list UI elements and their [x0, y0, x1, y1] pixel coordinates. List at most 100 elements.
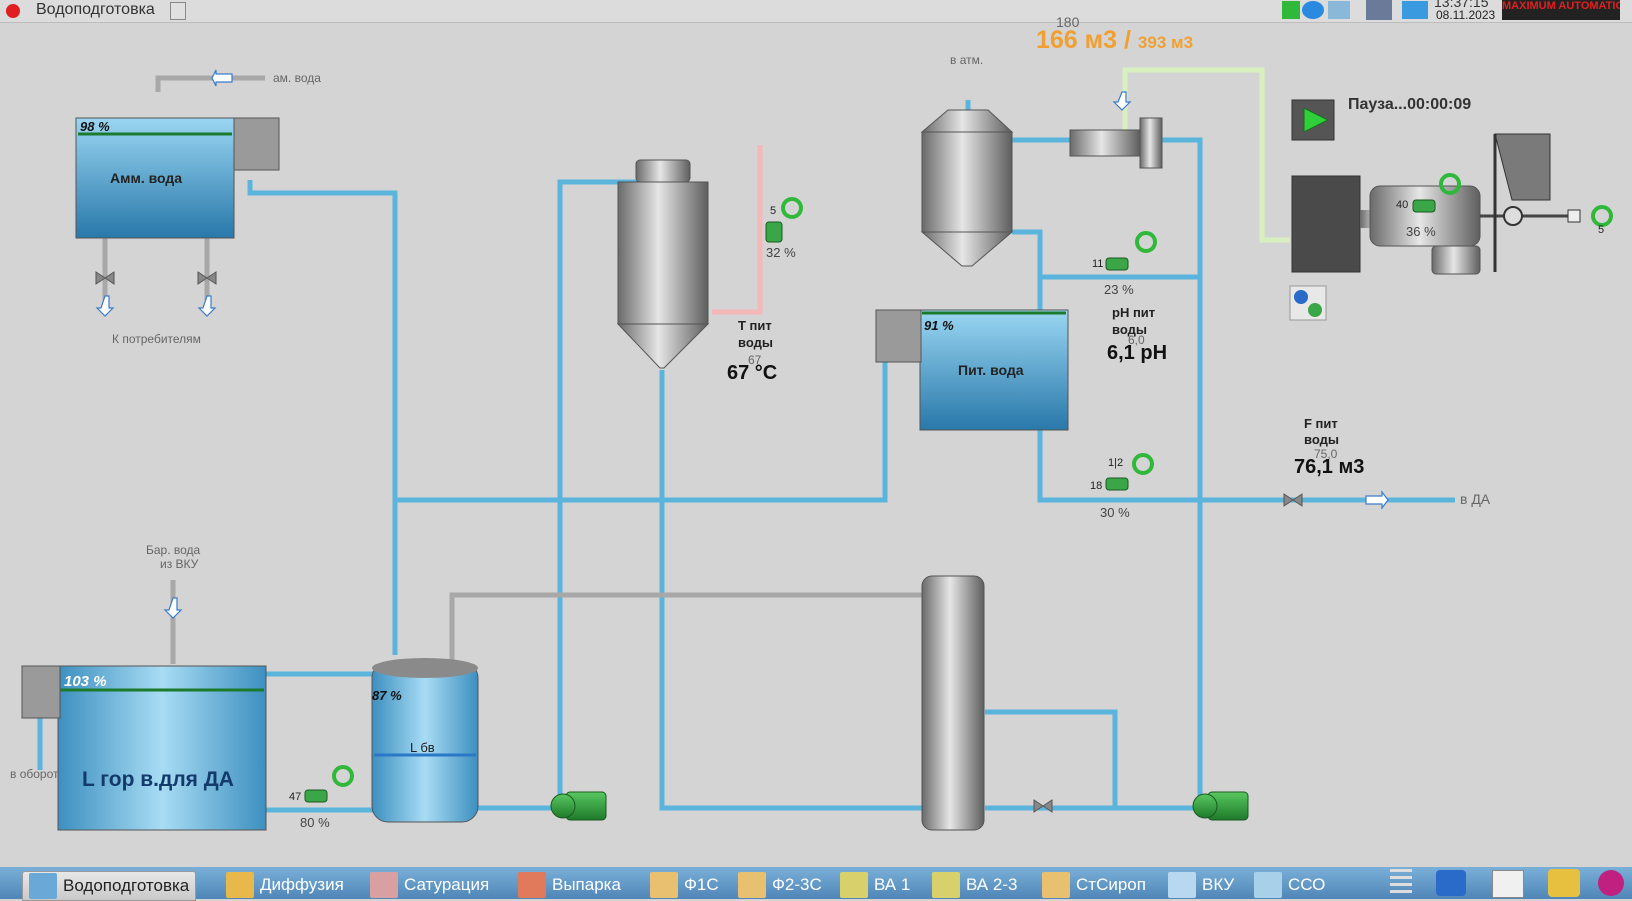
window-title: Водоподготовка: [36, 1, 155, 18]
flow-label-2: воды: [1304, 432, 1339, 447]
tab-label: СтСироп: [1076, 875, 1146, 894]
evaporation-icon: [518, 872, 546, 898]
tab-label: Водоподготовка: [63, 876, 190, 895]
manual-valves[interactable]: [95, 271, 1303, 813]
network-icon[interactable]: [1328, 1, 1350, 19]
ph-valve-id: 11: [1092, 258, 1104, 270]
filter-icon: [738, 872, 766, 898]
flow-small: 180: [1056, 14, 1080, 30]
generator-unit[interactable]: [1291, 175, 1361, 273]
engineer-icon[interactable]: [1548, 869, 1580, 897]
tab-label: ВА 1: [874, 875, 911, 894]
pause-status: Пауза...00:00:09: [1348, 96, 1472, 113]
trend-chart-icon[interactable]: [1492, 870, 1524, 898]
lgor-valve-id: 47: [289, 791, 302, 803]
refresh-icons[interactable]: [332, 173, 1613, 787]
ph-label-2: воды: [1112, 322, 1147, 337]
hopper: [1494, 133, 1551, 201]
support-icon[interactable]: [1598, 870, 1624, 896]
flow-valve-pct: 30 %: [1100, 505, 1130, 520]
lbv-tank-name: L бв: [410, 740, 435, 755]
title-bar: Водоподготовка 13:37:15 08.11.2023 MAXIM…: [0, 0, 1632, 23]
taskbar: Водоподготовка Диффузия Сатурация Выпарк…: [0, 867, 1632, 901]
ph-value[interactable]: 6,1 pH: [1107, 342, 1168, 364]
motor-valve-id: 40: [1396, 199, 1409, 211]
water-treatment-icon: [29, 873, 57, 899]
add-icon[interactable]: [1282, 1, 1300, 19]
ph-label-1: pH пит: [1112, 305, 1156, 320]
to-da-label: в ДА: [1460, 491, 1491, 507]
tab-vku[interactable]: ВКУ: [1168, 871, 1234, 899]
pump-left[interactable]: [550, 791, 607, 821]
vku-icon: [1168, 872, 1196, 898]
to-atm-label: в атм.: [950, 53, 984, 67]
close-icon[interactable]: [6, 4, 20, 18]
tab-label: Выпарка: [552, 875, 621, 894]
report-icon[interactable]: [170, 2, 186, 20]
tab-label: ВКУ: [1202, 875, 1235, 894]
ph-setpoint: 6,0: [1128, 333, 1145, 347]
company-logo: MAXIMUM AUTOMATION: [1502, 0, 1620, 20]
flow-valve-sub: 1|2: [1108, 457, 1124, 469]
ph-valve-pct: 23 %: [1104, 282, 1134, 297]
flow-readout: 166 м3 / 393 м3: [1036, 26, 1193, 55]
flow-value[interactable]: 76,1 м3: [1294, 456, 1365, 478]
cyclone-separator[interactable]: [635, 159, 691, 183]
tab-va23[interactable]: ВА 2-3: [932, 871, 1017, 899]
flow-total: 393 м3: [1137, 33, 1194, 52]
temp-value[interactable]: 67 °C: [727, 362, 778, 384]
clock-date: 08.11.2023: [1436, 8, 1496, 22]
clock-time: 13:37:15: [1434, 0, 1489, 10]
temp-valve-pct: 32 %: [766, 245, 796, 260]
pump-right[interactable]: [1192, 791, 1249, 821]
pit-tank-name: Пит. вода: [958, 362, 1024, 378]
control-valves[interactable]: [304, 199, 1436, 803]
bar-water-label-1: Бар. вода: [146, 543, 201, 557]
tab-sso[interactable]: ССО: [1254, 871, 1325, 899]
vacuum-apparatus-icon: [932, 872, 960, 898]
telegram-icon[interactable]: [1402, 1, 1428, 19]
settings-gear-icon[interactable]: [1289, 285, 1327, 321]
tab-f23s[interactable]: Ф2-3С: [738, 871, 822, 899]
tab-va1[interactable]: ВА 1: [840, 871, 910, 899]
tab-saturation[interactable]: Сатурация: [370, 871, 489, 899]
chat-icon[interactable]: [1302, 1, 1324, 19]
bar-water-label-2: из ВКУ: [160, 557, 199, 571]
lgor-tank-name: L гор в.для ДА: [82, 768, 234, 791]
sso-icon: [1254, 872, 1282, 898]
tab-evaporation[interactable]: Выпарка: [518, 871, 621, 899]
flow-label-1: F пит: [1304, 416, 1338, 431]
amm-water-tank[interactable]: [75, 117, 235, 239]
to-consumers-label: К потребителям: [112, 332, 201, 346]
tab-diffusion[interactable]: Диффузия: [226, 871, 344, 899]
tab-label: Ф2-3С: [772, 875, 822, 894]
lbv-tank-level: 87 %: [372, 688, 402, 703]
tab-vodopodgotovka[interactable]: Водоподготовка: [22, 871, 197, 901]
temp-setpoint: 67: [748, 353, 762, 367]
tab-stsirop[interactable]: СтСироп: [1042, 871, 1146, 899]
lgor-tank-level: 103 %: [64, 673, 107, 690]
user-icon[interactable]: [1366, 0, 1392, 20]
pit-water-tank[interactable]: [919, 309, 1069, 431]
to-recycle-label: в оборот: [10, 767, 59, 781]
tab-label: ВА 2-3: [966, 875, 1018, 894]
tab-label: Сатурация: [404, 875, 490, 894]
flow-setpoint: 75,0: [1314, 447, 1338, 461]
gear-icon[interactable]: [1436, 870, 1466, 896]
right-valve-id: 5: [1598, 224, 1605, 236]
menu-icon[interactable]: [1390, 869, 1412, 897]
temp-label-2: воды: [738, 335, 773, 350]
tab-label: ССО: [1288, 875, 1326, 894]
filter-icon: [650, 872, 678, 898]
tab-label: Диффузия: [260, 875, 344, 894]
deaerator-vessel[interactable]: [920, 109, 1014, 133]
lgor-tank[interactable]: [57, 665, 267, 831]
water-pipes: [37, 100, 1455, 813]
heat-exchanger[interactable]: [921, 575, 985, 831]
lgor-valve-pct: 80 %: [300, 815, 330, 830]
flow-main: 166 м3: [1036, 26, 1118, 54]
amm-tank-name: Амм. вода: [110, 170, 183, 186]
tab-label: Ф1С: [684, 875, 719, 894]
tab-f1s[interactable]: Ф1С: [650, 871, 719, 899]
